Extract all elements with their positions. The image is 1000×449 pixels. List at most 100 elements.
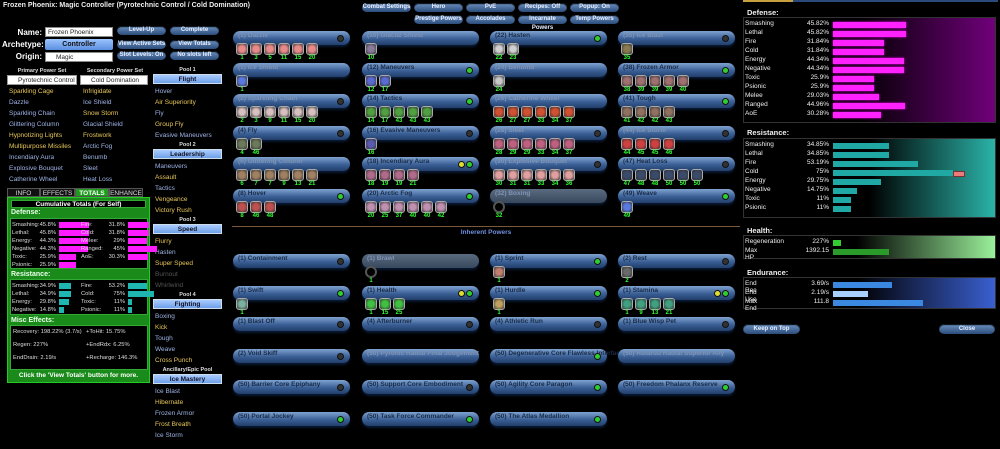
secondary-power-item[interactable]: Benumb xyxy=(83,154,108,161)
pool-select-3[interactable]: Fighting xyxy=(153,299,222,309)
power-toggle-icon[interactable] xyxy=(722,98,729,105)
enhancement-slot-icon[interactable] xyxy=(521,106,533,118)
pool-power-item[interactable]: Fly xyxy=(155,110,164,117)
primary-set-select[interactable]: Pyrotechnic Control xyxy=(7,75,77,85)
power-bar[interactable]: (2) Rest xyxy=(618,254,735,268)
archetype-select[interactable]: Controller xyxy=(45,39,113,50)
enhancement-slot-icon[interactable] xyxy=(563,137,575,150)
power-toggle-icon[interactable] xyxy=(722,66,729,74)
enhancement-slot-icon[interactable] xyxy=(250,137,262,150)
enhancement-slot-icon[interactable] xyxy=(649,106,661,118)
enhancement-slot-icon[interactable] xyxy=(250,106,262,118)
enhancement-slot-icon[interactable] xyxy=(535,106,547,118)
enhancement-slot-icon[interactable] xyxy=(393,106,405,118)
slot-levels-button[interactable]: Slot Levels: On xyxy=(117,51,166,60)
power-toggle-icon[interactable] xyxy=(466,129,473,137)
enhancement-slot-icon[interactable] xyxy=(407,106,419,118)
enhancement-slot-icon[interactable] xyxy=(421,200,433,213)
enhancement-slot-icon[interactable] xyxy=(306,43,318,55)
view-active-sets-button[interactable]: View Active Sets xyxy=(117,40,166,49)
enhancement-slot-icon[interactable] xyxy=(621,200,633,213)
power-toggle-icon[interactable] xyxy=(337,98,344,105)
pool-power-item[interactable]: Maneuvers xyxy=(155,163,188,170)
enhancement-slot-icon[interactable] xyxy=(549,137,561,150)
pool-power-item[interactable]: Tough xyxy=(155,335,173,342)
power-bar[interactable]: (49) Weave xyxy=(618,188,735,203)
power-bar[interactable]: (8) Hover xyxy=(233,188,350,203)
secondary-power-item[interactable]: Infrigidate xyxy=(83,88,112,95)
enhancement-slot-icon[interactable] xyxy=(292,169,304,181)
close-button[interactable]: Close xyxy=(939,324,995,334)
enhancement-slot-icon[interactable] xyxy=(278,169,290,181)
enhancement-slot-icon[interactable] xyxy=(621,266,633,278)
pool-power-item[interactable]: Burnout xyxy=(155,271,178,278)
power-bar[interactable]: (18) Incendiary Aura xyxy=(362,157,479,171)
power-toggle-icon[interactable] xyxy=(337,35,344,42)
pool-power-item[interactable]: Frost Breath xyxy=(155,421,191,428)
enhancement-slot-icon[interactable] xyxy=(493,43,505,55)
pool-power-item[interactable]: Evasive Maneuvers xyxy=(155,132,212,139)
primary-power-item[interactable]: Glittering Column xyxy=(9,121,60,128)
enhancement-slot-icon[interactable] xyxy=(306,106,318,118)
primary-power-item[interactable]: Hypnotizing Lights xyxy=(9,132,63,139)
enhancement-slot-icon[interactable] xyxy=(677,74,689,87)
power-toggle-icon[interactable] xyxy=(337,258,344,265)
power-bar[interactable]: (50) Portal Jockey xyxy=(233,411,350,426)
enhancement-slot-icon[interactable] xyxy=(292,43,304,55)
power-toggle-icon[interactable] xyxy=(466,161,473,168)
primary-power-item[interactable]: Sparkling Chain xyxy=(9,110,55,117)
power-toggle-icon[interactable] xyxy=(594,289,601,297)
pool-select-1[interactable]: Leadership xyxy=(153,149,222,159)
pool-power-item[interactable]: Whirlwind xyxy=(155,282,184,289)
enhancement-slot-icon[interactable] xyxy=(407,169,419,181)
enhancement-slot-icon[interactable] xyxy=(365,297,377,310)
power-toggle-icon[interactable] xyxy=(466,98,473,105)
enhancement-slot-icon[interactable] xyxy=(549,169,561,181)
primary-power-item[interactable]: Incendiary Aura xyxy=(9,154,55,161)
enhancement-slot-icon[interactable] xyxy=(535,169,547,181)
power-toggle-icon[interactable] xyxy=(722,321,729,328)
power-toggle-icon[interactable] xyxy=(337,129,344,137)
enhancement-slot-icon[interactable] xyxy=(250,169,262,181)
pool-power-item[interactable]: Ice Storm xyxy=(155,432,183,439)
secondary-power-item[interactable]: Sleet xyxy=(83,165,98,172)
pool-power-item[interactable]: Frozen Armor xyxy=(155,410,195,417)
enhancement-slot-icon[interactable] xyxy=(493,137,505,150)
power-bar[interactable]: (4) Fly xyxy=(233,125,350,140)
tab-effects[interactable]: EFFECTS xyxy=(40,188,75,197)
pool-power-item[interactable]: Hover xyxy=(155,88,173,95)
pool-power-item[interactable]: Tactics xyxy=(155,185,175,192)
enhancement-slot-icon[interactable] xyxy=(250,200,262,213)
enhancement-slot-icon[interactable] xyxy=(635,74,647,87)
power-toggle-icon[interactable] xyxy=(337,352,344,360)
power-toggle-icon[interactable] xyxy=(337,289,344,297)
power-bar[interactable]: (1) Ice Shield xyxy=(233,62,350,77)
power-toggle-icon[interactable] xyxy=(722,192,729,200)
enhancement-slot-icon[interactable] xyxy=(407,200,419,213)
power-bar[interactable]: (1) Health xyxy=(362,285,479,300)
power-bar[interactable]: (4) Athletic Run xyxy=(490,317,607,331)
enhancement-slot-icon[interactable] xyxy=(649,137,661,150)
pool-select-0[interactable]: Flight xyxy=(153,74,222,84)
power-toggle-icon[interactable] xyxy=(337,321,344,328)
top-button[interactable]: Combat Settings xyxy=(362,3,411,12)
enhancement-slot-icon[interactable] xyxy=(691,169,703,181)
primary-power-item[interactable]: Multipurpose Missiles xyxy=(9,143,72,150)
enhancement-slot-icon[interactable] xyxy=(236,200,248,213)
enhancement-slot-icon[interactable] xyxy=(663,169,675,181)
enhancement-slot-icon[interactable] xyxy=(236,43,248,55)
pool-power-item[interactable]: Kick xyxy=(155,324,168,331)
pool-power-item[interactable]: Ice Blast xyxy=(155,388,180,395)
enhancement-slot-icon[interactable] xyxy=(521,169,533,181)
power-bar[interactable]: (50) Freedom Phalanx Reserve xyxy=(618,380,735,394)
power-toggle-icon[interactable] xyxy=(466,66,473,74)
power-bar[interactable]: (47) Heat Loss xyxy=(618,157,735,171)
enhancement-slot-icon[interactable] xyxy=(421,106,433,118)
enhancement-slot-icon[interactable] xyxy=(635,106,647,118)
power-bar[interactable]: (22) Hasten xyxy=(490,31,607,45)
power-bar[interactable]: (2) Sparkling Chain xyxy=(233,94,350,108)
enhancement-slot-icon[interactable] xyxy=(365,106,377,118)
power-bar[interactable]: (20) Arctic Fog xyxy=(362,188,479,203)
power-bar[interactable]: (1) Dazzle xyxy=(233,31,350,45)
complete-button[interactable]: Complete xyxy=(170,26,219,35)
